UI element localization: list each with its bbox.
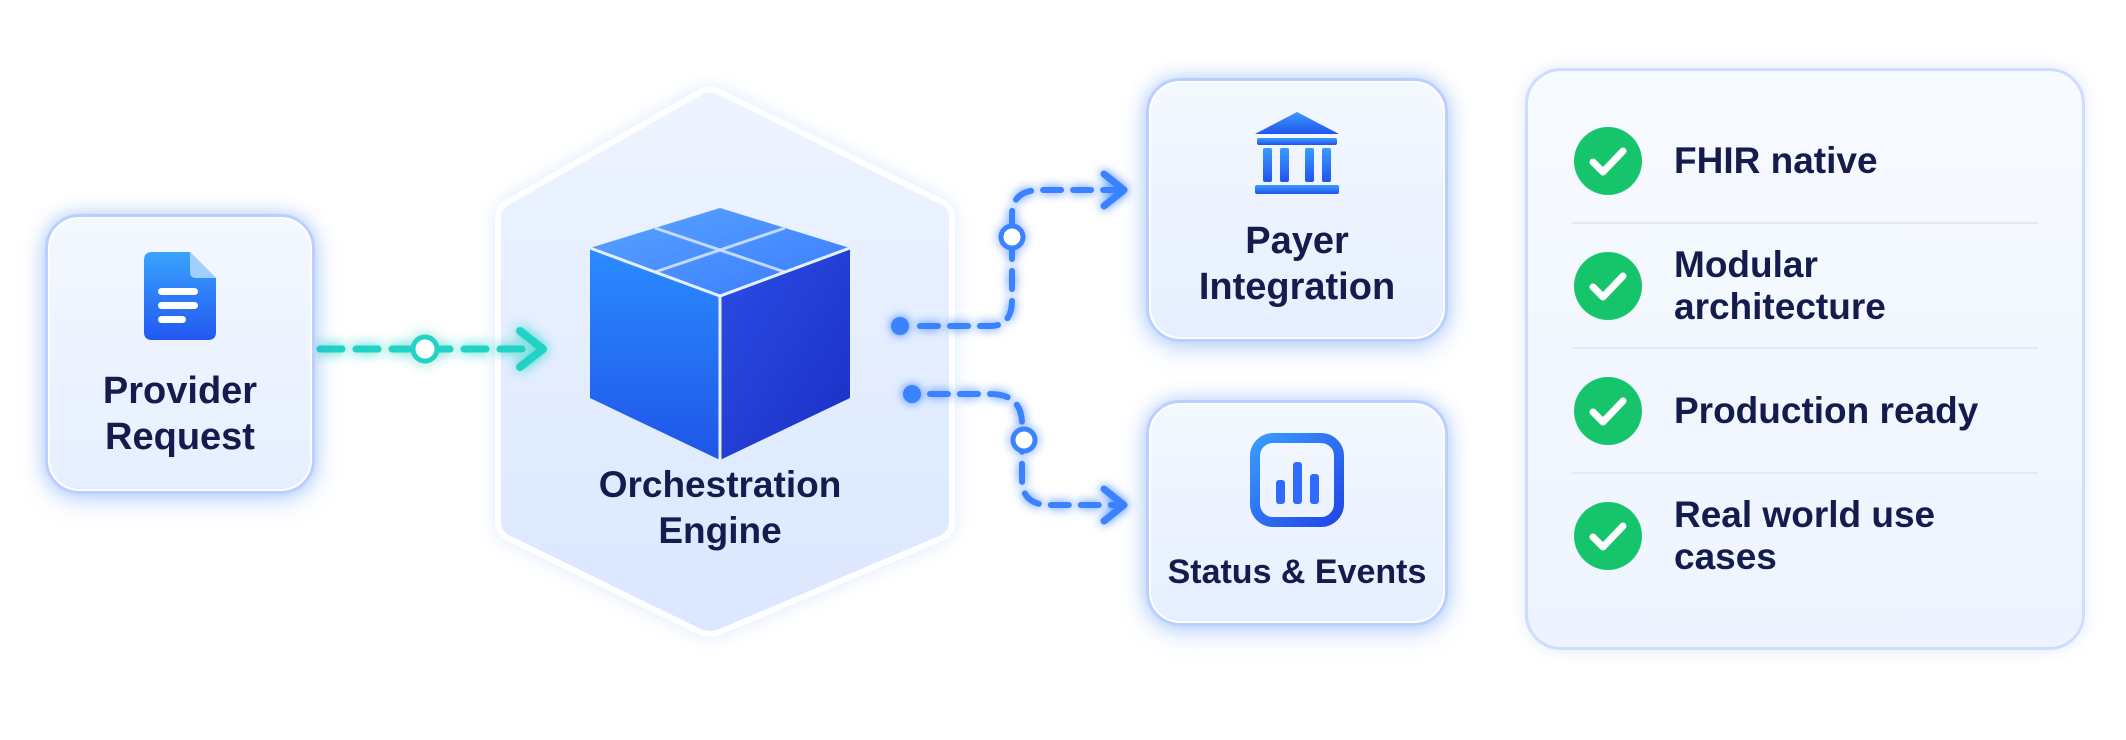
bank-icon	[1255, 111, 1339, 194]
cube-icon	[589, 208, 851, 460]
engine-to-payer-arrow	[891, 170, 1128, 335]
payer-integration-label: Payer Integration	[1198, 219, 1396, 308]
feature-label: Production ready	[1674, 389, 1979, 431]
list-item: Real world use cases	[1572, 474, 2038, 597]
status-events-label: Status & Events	[1167, 553, 1427, 592]
check-circle-icon	[1574, 126, 1642, 195]
check-circle-icon	[1574, 501, 1642, 570]
list-item: Modular architecture	[1572, 224, 2038, 349]
bar-chart-icon	[1250, 433, 1344, 528]
payer-integration-node[interactable]: Payer Integration	[1146, 78, 1448, 342]
provider-to-engine-arrow	[316, 327, 547, 371]
check-circle-icon	[1574, 376, 1642, 445]
check-circle-icon	[1574, 251, 1642, 320]
list-item: Production ready	[1572, 349, 2038, 474]
provider-request-node[interactable]: Provider Request	[45, 214, 315, 494]
features-checklist: FHIR native Modular architecture Product…	[1525, 68, 2085, 650]
feature-label: FHIR native	[1674, 139, 1878, 181]
document-icon	[144, 251, 216, 340]
status-events-node[interactable]: Status & Events	[1146, 400, 1448, 626]
provider-request-label: Provider Request	[102, 369, 258, 458]
list-item: FHIR native	[1572, 99, 2038, 224]
feature-label: Real world use cases	[1674, 493, 1936, 577]
engine-to-status-arrow	[903, 385, 1128, 525]
orchestration-engine-label: Orchestration Engine	[598, 464, 842, 552]
feature-label: Modular architecture	[1674, 243, 1886, 327]
